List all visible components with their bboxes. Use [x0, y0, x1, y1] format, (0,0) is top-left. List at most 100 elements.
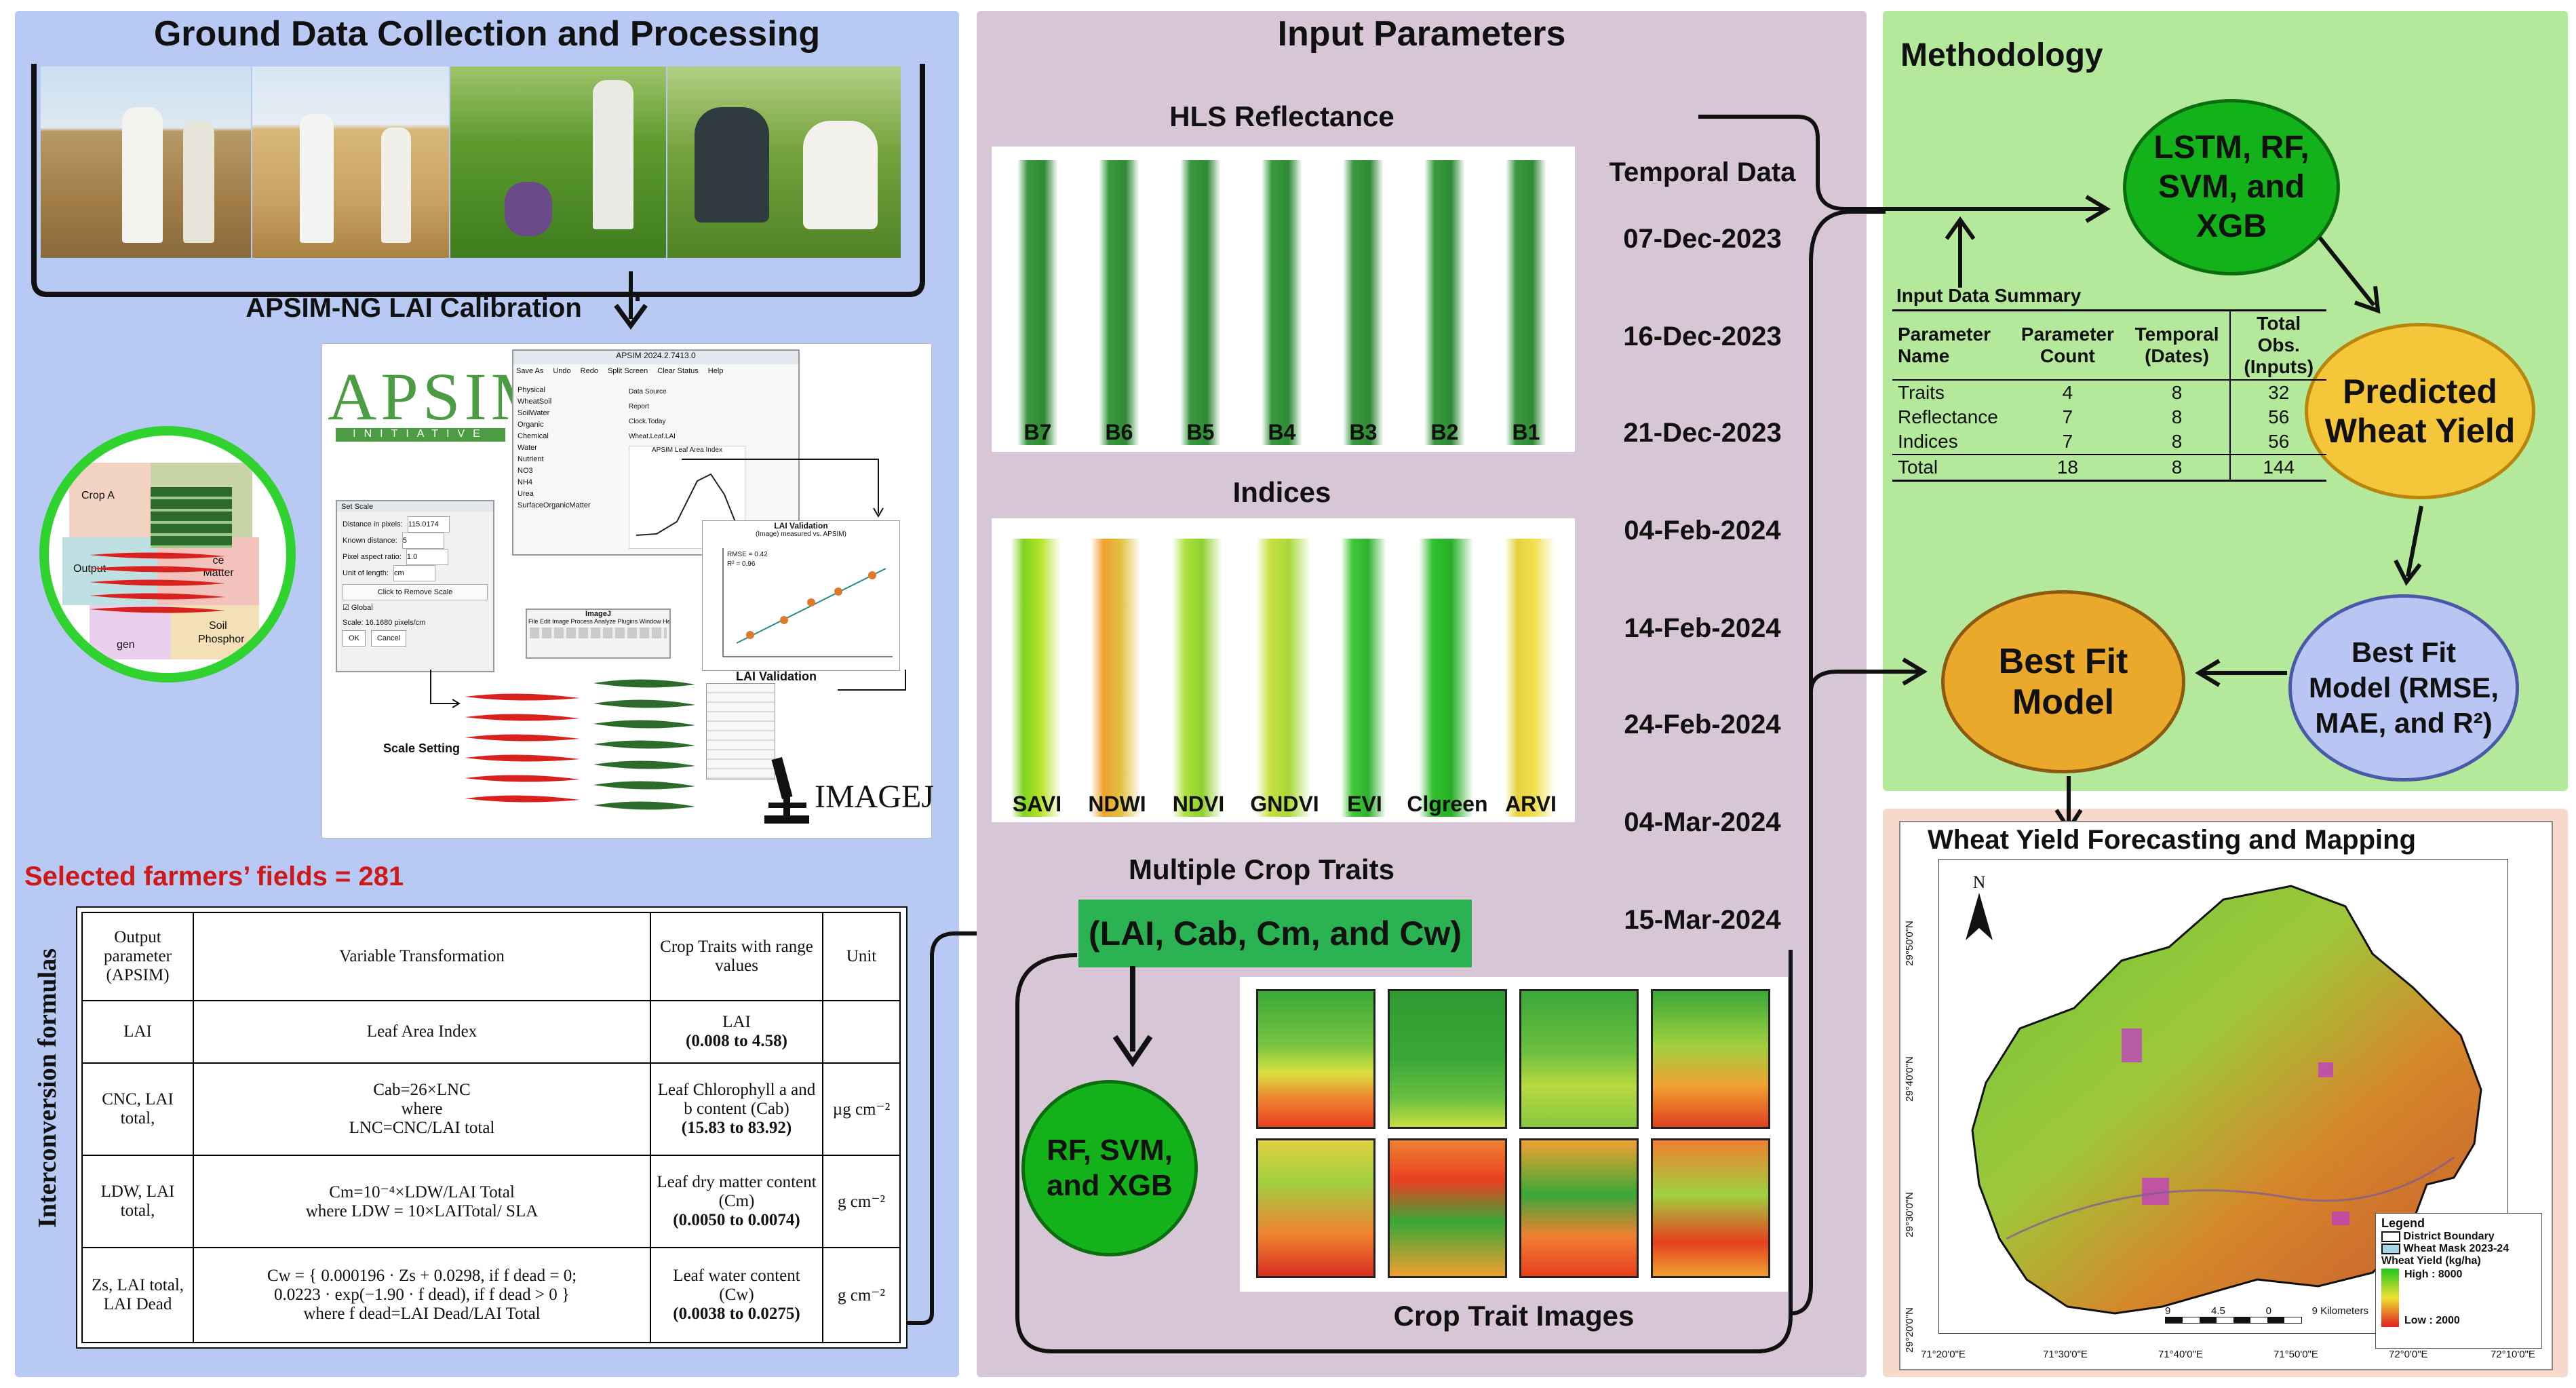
tree-item[interactable]: Water [518, 444, 537, 452]
selected-fields-label: Selected farmers’ fields = 281 [24, 862, 404, 891]
trait-image [1388, 989, 1507, 1129]
metrics-to-bestfit-arrow [2195, 659, 2287, 687]
unit-field[interactable]: cm [393, 565, 435, 581]
side-item[interactable]: Report [629, 403, 650, 410]
trait-range: (0.008 to 4.58) [686, 1032, 787, 1050]
tree-item[interactable]: NH4 [518, 478, 533, 486]
aspect-ratio-field[interactable]: 1.0 [406, 549, 448, 565]
menu-help[interactable]: Help [707, 367, 724, 375]
aspect-ratio-label: Pixel aspect ratio: [343, 553, 402, 561]
menu-undo[interactable]: Undo [553, 367, 571, 375]
menu-redo[interactable]: Redo [580, 367, 598, 375]
cancel-button[interactable]: Cancel [370, 630, 407, 647]
apsim-chart-caption: APSIM Leaf Area Index [652, 446, 722, 454]
interconversion-table: Output parameter (APSIM) Variable Transf… [81, 912, 901, 1343]
index-clgreen: Clgreen [1407, 539, 1488, 817]
legend-title: Legend [2381, 1216, 2425, 1230]
lon-label: 71°20'0"E [1921, 1349, 1966, 1360]
tree-item[interactable]: WheatSoil [518, 398, 552, 406]
lat-label: 29°20'0"N [1903, 1307, 1915, 1353]
lai-validation-plot [722, 548, 893, 657]
ml-models-circle: RF, SVM, and XGB [1021, 1080, 1198, 1256]
global-label: Global [351, 604, 373, 612]
summary-to-lstm-arrow [1945, 216, 1976, 288]
band-b4: B4 [1248, 160, 1316, 445]
tree-item[interactable]: Organic [518, 421, 544, 429]
global-checkbox[interactable]: ☑ Global [343, 604, 373, 612]
puzzle-red-leaves [90, 552, 225, 613]
summary-cell: 144 [2229, 455, 2326, 481]
north-label: N [1972, 872, 1986, 892]
distance-field[interactable]: 115.0174 [407, 516, 450, 533]
lat-label: 29°50'0"N [1903, 921, 1915, 966]
ok-button[interactable]: OK [343, 630, 366, 647]
remove-scale-button[interactable]: Click to Remove Scale [343, 584, 488, 600]
th-traits: Crop Traits with range values [650, 912, 823, 1001]
summary-th: Parameter Count [2021, 324, 2114, 366]
menu-save-as[interactable]: Save As [516, 367, 544, 375]
tree-item[interactable]: Urea [518, 490, 534, 498]
trait-name: Leaf dry matter content (Cm) [657, 1173, 817, 1210]
band-b3: B3 [1329, 160, 1397, 445]
traits-to-bestfit-arrow [1809, 657, 1928, 693]
tree-item[interactable]: Nutrient [518, 455, 544, 463]
validation-arrows [682, 459, 906, 691]
images-to-lstm-arrow [1790, 210, 1886, 1315]
hls-to-lstm-arrow [1698, 115, 2111, 223]
side-item[interactable]: Clock.Today [629, 418, 666, 425]
lon-label: 72°10'0"E [2491, 1349, 2535, 1360]
th-transform: Variable Transformation [193, 912, 651, 1001]
tree-item[interactable]: Chemical [518, 432, 549, 440]
trait-image [1256, 989, 1375, 1129]
tree-item[interactable]: NO3 [518, 467, 533, 475]
tree-item[interactable]: Physical [518, 386, 545, 394]
table-row: Zs, LAI total, LAI Dead Cw = { 0.000196 … [81, 1247, 901, 1343]
red-leaf-scans [465, 693, 580, 803]
best-fit-circle: Best Fit Model [1941, 590, 2185, 773]
table-row: Indices 7 8 56 [1892, 429, 2326, 455]
scale-number: 9 Kilometers [2311, 1305, 2368, 1317]
tree-item[interactable]: SurfaceOrganicMatter [518, 501, 591, 509]
cell-trait: LAI(0.008 to 4.58) [650, 1000, 823, 1064]
unit-label: Unit of length: [343, 569, 389, 577]
temporal-data-title: Temporal Data [1609, 157, 1796, 187]
summary-cell: 7 [2062, 431, 2073, 452]
table-row: Total 18 8 144 [1892, 455, 2326, 481]
apsim-calibration-title: APSIM-NG LAI Calibration [246, 293, 582, 323]
menu-split-screen[interactable]: Split Screen [607, 367, 648, 375]
tree-item[interactable]: SoilWater [518, 409, 550, 417]
hls-reflectance-title: HLS Reflectance [1169, 100, 1394, 132]
menu-clear-status[interactable]: Clear Status [657, 367, 699, 375]
date-7: 04-Mar-2024 [1624, 807, 1781, 837]
yield-color-ramp [2381, 1269, 2399, 1327]
lai-validation-caption: LAI Validation [736, 670, 817, 683]
crop-trait-images-title: Crop Trait Images [1393, 1300, 1635, 1332]
cell-trait: Leaf Chlorophyll a and b content (Cab)(1… [650, 1062, 823, 1156]
summary-th: Temporal (Dates) [2134, 324, 2219, 366]
photo-bracket [31, 64, 925, 301]
imagej-logo: IMAGEJ [756, 751, 934, 832]
trait-image [1256, 1138, 1375, 1278]
side-item[interactable]: Wheat.Leaf.LAI [629, 433, 676, 440]
set-scale-title: Set Scale [337, 501, 493, 512]
scale-setting-label: Scale Setting [383, 741, 461, 755]
input-parameters-title: Input Parameters [1277, 14, 1566, 54]
apsim-lai-curve [636, 473, 739, 536]
trait-range: (0.0038 to 0.0275) [673, 1305, 800, 1323]
known-distance-field[interactable]: 5 [402, 533, 444, 549]
trait-image [1519, 1138, 1639, 1278]
trait-image [1651, 1138, 1770, 1278]
yield-map-frame [1938, 859, 2508, 1334]
cell-unit: g cm⁻² [822, 1155, 901, 1248]
band-b2: B2 [1411, 160, 1479, 445]
best-fit-metrics-circle: Best Fit Model (RMSE, MAE, and R²) [2288, 594, 2519, 782]
lat-label: 29°30'0"N [1903, 1192, 1915, 1237]
date-3: 21-Dec-2023 [1623, 418, 1782, 448]
cell-trait: Leaf dry matter content (Cm)(0.0050 to 0… [650, 1155, 823, 1248]
side-item[interactable]: Data Source [629, 388, 667, 396]
table-row: Reflectance 7 8 56 [1892, 405, 2326, 429]
imagej-toolbar [530, 628, 667, 638]
